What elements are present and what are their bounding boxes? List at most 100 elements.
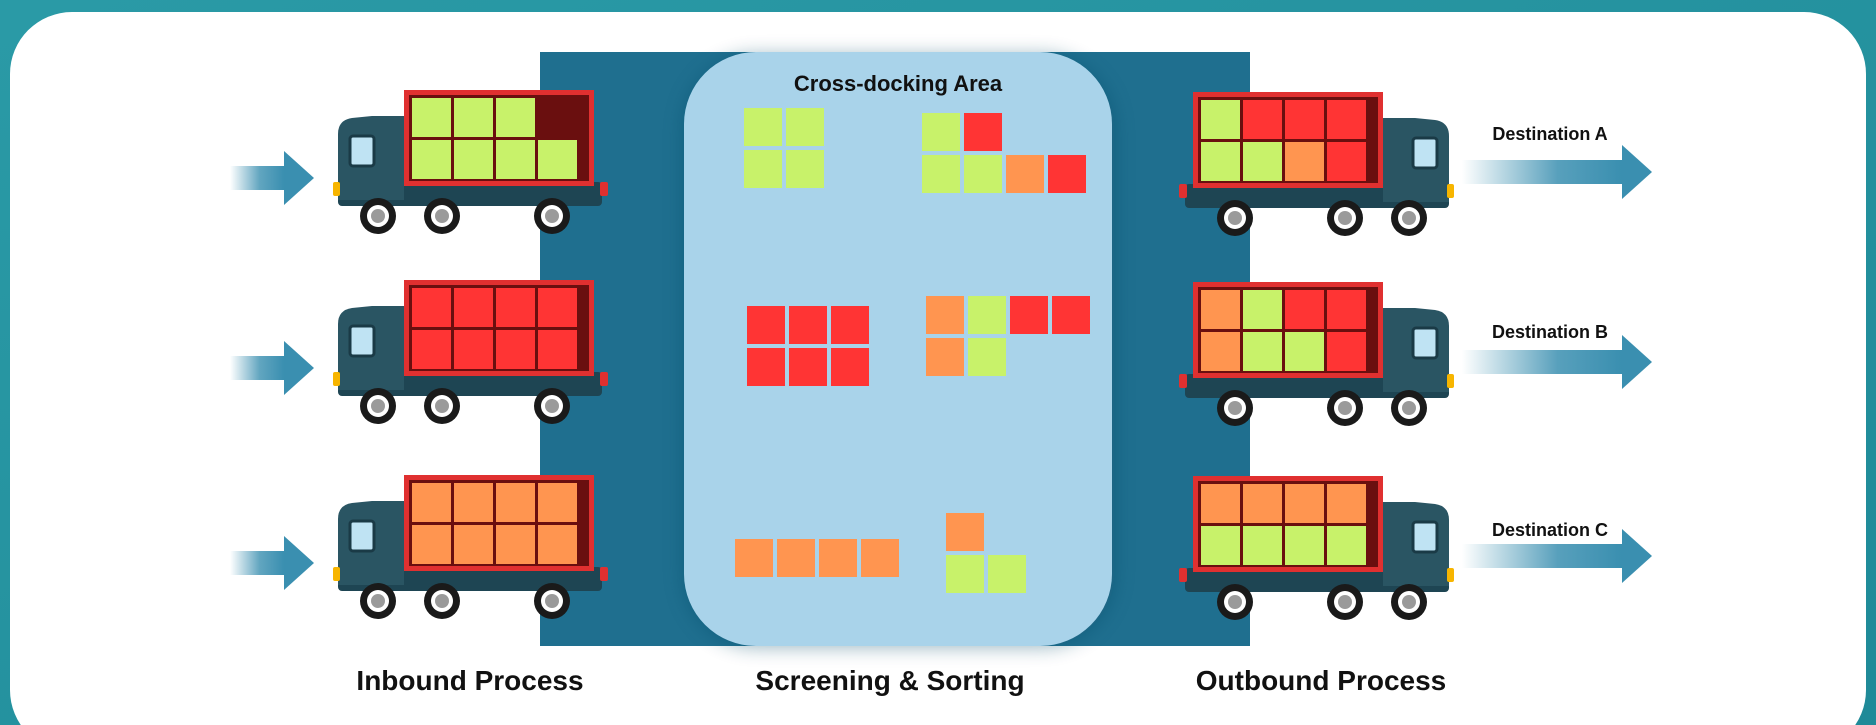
cargo-box xyxy=(454,140,493,179)
outbound-truck xyxy=(1179,282,1454,426)
wheel-hub xyxy=(1338,401,1352,415)
sorting-box-group xyxy=(747,306,869,386)
cargo-box xyxy=(412,483,451,522)
cargo-box xyxy=(538,288,577,327)
cargo-box xyxy=(1201,484,1240,523)
truck-headlight xyxy=(333,372,340,386)
truck-headlight xyxy=(1447,374,1454,388)
arrow-head xyxy=(1622,529,1652,583)
inbound-arrow xyxy=(230,536,314,590)
cargo-box xyxy=(496,525,535,564)
sorting-box xyxy=(789,348,827,386)
truck-headlight xyxy=(333,182,340,196)
wheel-hub xyxy=(371,209,385,223)
arrow-head xyxy=(284,151,314,205)
arrow-shaft xyxy=(230,356,284,380)
inbound-arrow xyxy=(230,341,314,395)
destination-label-c: Destination C xyxy=(1492,520,1608,540)
wheel-hub xyxy=(545,594,559,608)
wheel-hub xyxy=(1228,595,1242,609)
sorting-box xyxy=(786,150,824,188)
cargo-box xyxy=(412,330,451,369)
destination-label-a: Destination A xyxy=(1492,124,1607,144)
cargo-box xyxy=(412,288,451,327)
truck-headlight xyxy=(1447,184,1454,198)
inbound-truck xyxy=(333,90,608,234)
section-label-sorting: Screening & Sorting xyxy=(755,665,1024,696)
cargo-box xyxy=(454,330,493,369)
cargo-box xyxy=(1243,290,1282,329)
cargo-box xyxy=(1285,484,1324,523)
wheel-hub xyxy=(1228,211,1242,225)
truck-headlight xyxy=(1447,568,1454,582)
sorting-layer xyxy=(735,108,1090,593)
sorting-box xyxy=(831,306,869,344)
arrow-head xyxy=(284,536,314,590)
cross-dock-area xyxy=(684,52,1112,646)
cargo-box xyxy=(1201,332,1240,371)
cargo-box xyxy=(412,140,451,179)
cargo-box xyxy=(1285,526,1324,565)
trucks-layer xyxy=(333,90,1454,620)
sorting-box xyxy=(1052,296,1090,334)
truck-taillight xyxy=(1179,184,1187,198)
cargo-box xyxy=(412,98,451,137)
cargo-box xyxy=(1201,100,1240,139)
cargo-box xyxy=(496,483,535,522)
outbound-truck xyxy=(1179,92,1454,236)
inbound-truck xyxy=(333,280,608,424)
sorting-box xyxy=(831,348,869,386)
arrow-shaft xyxy=(1462,350,1622,374)
cargo-box xyxy=(454,288,493,327)
arrow-shaft xyxy=(230,551,284,575)
arrow-head xyxy=(1622,335,1652,389)
wheel-hub xyxy=(371,594,385,608)
truck-headlight xyxy=(333,567,340,581)
cargo-box xyxy=(538,98,577,137)
outbound-arrow xyxy=(1462,145,1652,199)
cargo-box xyxy=(454,525,493,564)
arrow-head xyxy=(284,341,314,395)
sorting-box xyxy=(1006,155,1044,193)
cargo-box xyxy=(1201,142,1240,181)
truck-window xyxy=(1411,520,1439,554)
cargo-box xyxy=(538,330,577,369)
sorting-box xyxy=(777,539,815,577)
truck-window xyxy=(1411,326,1439,360)
wheel-hub xyxy=(1338,595,1352,609)
wheel-hub xyxy=(435,399,449,413)
sorting-box xyxy=(946,555,984,593)
wheel-hub xyxy=(371,399,385,413)
cargo-box xyxy=(1243,484,1282,523)
cargo-box xyxy=(1327,100,1366,139)
arrows-layer xyxy=(230,145,1652,590)
wheel-hub xyxy=(1402,595,1416,609)
inbound-truck xyxy=(333,475,608,619)
cargo-box xyxy=(1243,332,1282,371)
truck-taillight xyxy=(600,182,608,196)
sorting-box xyxy=(861,539,899,577)
cargo-box xyxy=(1327,332,1366,371)
cargo-box xyxy=(1327,290,1366,329)
arrow-head xyxy=(1622,145,1652,199)
sorting-box xyxy=(744,108,782,146)
sorting-box xyxy=(964,155,1002,193)
cargo-box xyxy=(1201,526,1240,565)
cargo-box xyxy=(454,483,493,522)
section-label-inbound: Inbound Process xyxy=(356,665,583,696)
section-label-outbound: Outbound Process xyxy=(1196,665,1446,696)
wheel-hub xyxy=(435,594,449,608)
cargo-box xyxy=(1243,142,1282,181)
sorting-box-group xyxy=(946,513,1026,593)
cargo-box xyxy=(412,525,451,564)
sorting-box xyxy=(988,555,1026,593)
sorting-box xyxy=(926,338,964,376)
sorting-box xyxy=(819,539,857,577)
wheel-hub xyxy=(1402,401,1416,415)
sorting-box xyxy=(1010,296,1048,334)
truck-window xyxy=(348,519,376,553)
cargo-box xyxy=(454,98,493,137)
wheel-hub xyxy=(1338,211,1352,225)
truck-taillight xyxy=(1179,568,1187,582)
